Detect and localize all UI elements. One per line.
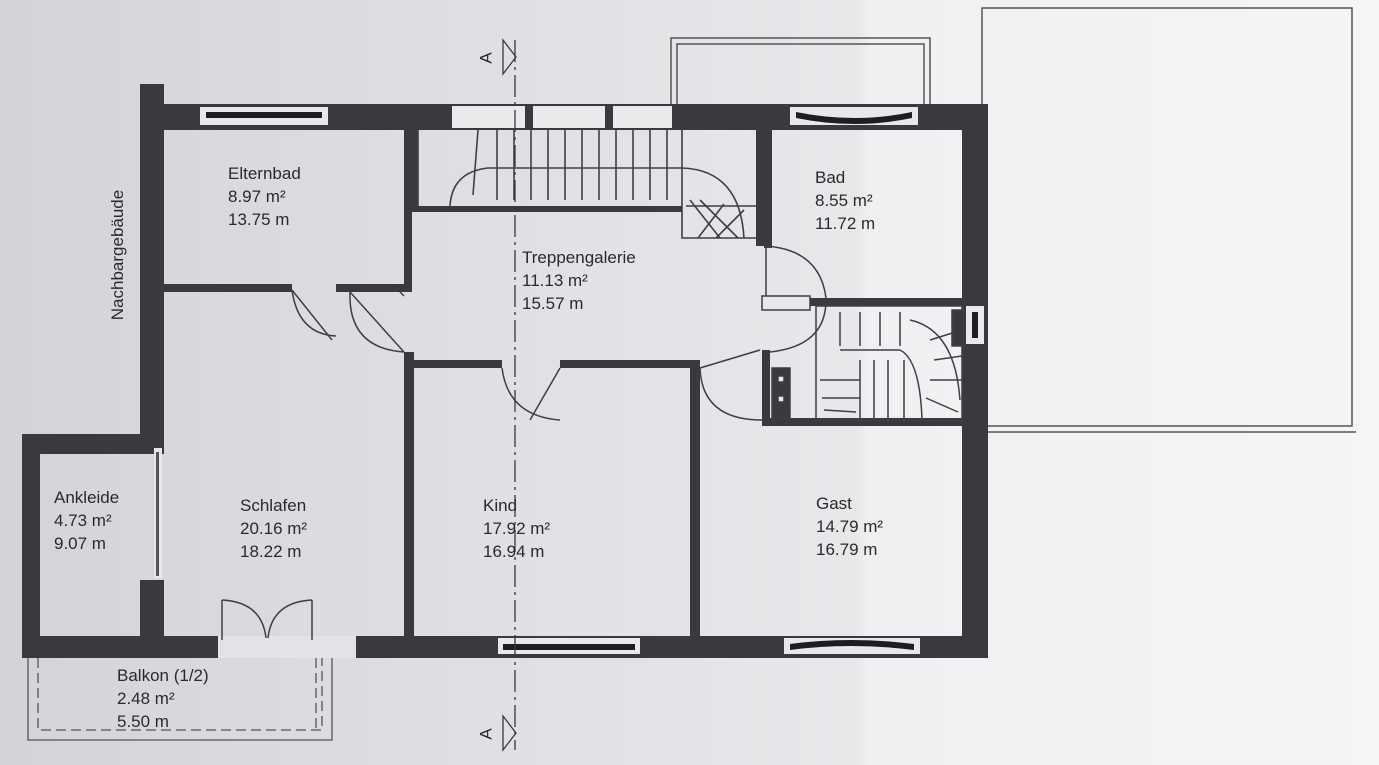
secondary-staircase <box>771 305 965 421</box>
room-name: Treppengalerie <box>522 248 636 267</box>
room-label-schlafen: Schlafen 20.16 m² 18.22 m <box>240 494 307 563</box>
room-area: 4.73 m² <box>54 511 112 530</box>
section-line-a <box>502 38 517 752</box>
doors <box>221 245 827 640</box>
balcony-top-outline <box>670 37 931 104</box>
room-area: 8.97 m² <box>228 187 286 206</box>
room-area: 20.16 m² <box>240 519 308 538</box>
room-label-balkon: Balkon (1/2) 2.48 m² 5.50 m <box>117 664 209 733</box>
room-perimeter: 16.79 m <box>816 540 878 559</box>
interior-walls <box>140 130 962 640</box>
room-label-ankleide: Ankleide 4.73 m² 9.07 m <box>54 486 119 555</box>
room-label-gast: Gast 14.79 m² 16.79 m <box>816 492 883 561</box>
room-label-treppengalerie: Treppengalerie 11.13 m² 15.57 m <box>522 246 636 315</box>
room-area: 11.13 m² <box>522 271 588 290</box>
room-label-elternbad: Elternbad 8.97 m² 13.75 m <box>228 162 301 231</box>
room-name: Ankleide <box>54 488 120 507</box>
room-label-kind: Kind 17.92 m² 16.94 m <box>483 494 550 563</box>
room-perimeter: 16.94 m <box>483 542 545 561</box>
room-perimeter: 5.50 m <box>117 712 169 731</box>
windows <box>200 106 984 658</box>
room-area: 8.55 m² <box>815 191 873 210</box>
room-perimeter: 11.72 m <box>815 214 876 233</box>
section-marker-bottom: A <box>476 728 496 740</box>
room-area: 17.92 m² <box>483 519 551 538</box>
room-name: Elternbad <box>228 164 301 183</box>
room-name: Balkon (1/2) <box>117 666 209 685</box>
room-name: Schlafen <box>240 496 307 515</box>
balcony-bottom <box>27 658 333 741</box>
room-area: 2.48 m² <box>117 689 175 708</box>
room-name: Bad <box>815 168 846 187</box>
neighbor-outline <box>981 7 1356 433</box>
room-area: 14.79 m² <box>816 517 884 536</box>
room-name: Kind <box>483 496 518 515</box>
room-perimeter: 15.57 m <box>522 294 584 313</box>
room-label-bad: Bad 8.55 m² 11.72 m <box>815 166 875 235</box>
room-perimeter: 9.07 m <box>54 534 106 553</box>
main-staircase <box>417 129 756 239</box>
room-perimeter: 18.22 m <box>240 542 302 561</box>
neighbor-building-label: Nachbargebäude <box>108 189 127 321</box>
room-name: Gast <box>816 494 852 513</box>
room-perimeter: 13.75 m <box>228 210 290 229</box>
section-marker-top: A <box>476 52 496 64</box>
